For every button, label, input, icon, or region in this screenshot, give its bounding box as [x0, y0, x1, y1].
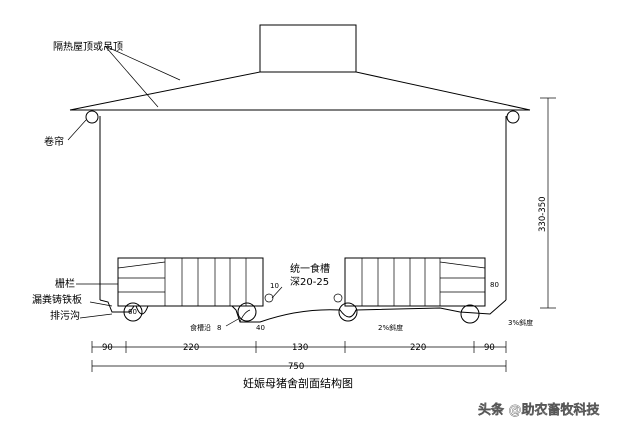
floor-profile: [99, 293, 507, 323]
dim-label: 90: [102, 343, 113, 353]
pen-wheel: [123, 302, 143, 322]
caption: 妊娠母猪舍剖面结构图: [243, 376, 353, 390]
curtain-label: 卷帘: [44, 135, 64, 148]
trough-edge-value: 8: [217, 324, 221, 332]
slope-2-label: 2%斜度: [378, 323, 403, 332]
trough-edge-leader: [225, 317, 241, 327]
pen-wheel: [460, 304, 480, 324]
pen-wheel: [237, 302, 257, 322]
trough-depth-label: 深20-25: [290, 276, 329, 288]
total-dim-label: 750: [288, 362, 304, 372]
pen-wheel: [338, 302, 358, 322]
slat-board-leader: [89, 301, 113, 307]
trough-leader: [271, 286, 283, 299]
value-40-label: 40: [256, 324, 265, 332]
dim-label: 220: [183, 343, 199, 353]
roof-label: 隔热屋顶或吊顶: [53, 40, 123, 53]
right-pen-top-rail: [439, 261, 486, 269]
feed-trough-left: [264, 293, 274, 303]
value-10-label: 10: [270, 282, 279, 290]
small-dim-label: 80: [490, 281, 499, 289]
trough-edge-label: 食槽沿: [190, 323, 211, 332]
left-stall-pen: [117, 257, 264, 307]
width-dimensions: 90 220 130 220 90 750: [91, 341, 507, 372]
dim-label: 220: [410, 343, 426, 353]
left-pen-top-rail: [117, 261, 166, 269]
dim-label: 130: [292, 343, 308, 353]
slat-board-label: 漏粪铸铁板: [32, 293, 82, 306]
right-stall-pen: [344, 257, 486, 307]
roof: [69, 24, 531, 111]
height-dimension: 330-350: [538, 97, 556, 309]
slope-3-label: 3%斜度: [508, 318, 533, 327]
floor-line: [99, 299, 507, 323]
curtain-roll-left: [85, 110, 99, 124]
feed-trough-edge: [239, 309, 251, 323]
curtain-leader: [67, 119, 87, 141]
fence-label: 栅栏: [55, 277, 75, 290]
dim-label: 90: [484, 343, 495, 353]
roof-outline: [69, 24, 531, 111]
height-dim-label: 330-350: [538, 196, 548, 232]
roof-leader: [104, 45, 159, 108]
roof-leader: [104, 45, 181, 81]
value-60-label: 60: [128, 308, 137, 316]
feed-trough-right: [333, 293, 343, 303]
left-pen-frame: [117, 257, 264, 307]
curtain-roll-right: [506, 110, 520, 124]
watermark: 头条 @助农畜牧科技: [478, 402, 601, 418]
trough-label: 统一食槽: [290, 262, 330, 275]
drain-leader: [79, 313, 113, 319]
drain-label: 排污沟: [50, 309, 80, 322]
right-pen-frame: [344, 257, 486, 307]
